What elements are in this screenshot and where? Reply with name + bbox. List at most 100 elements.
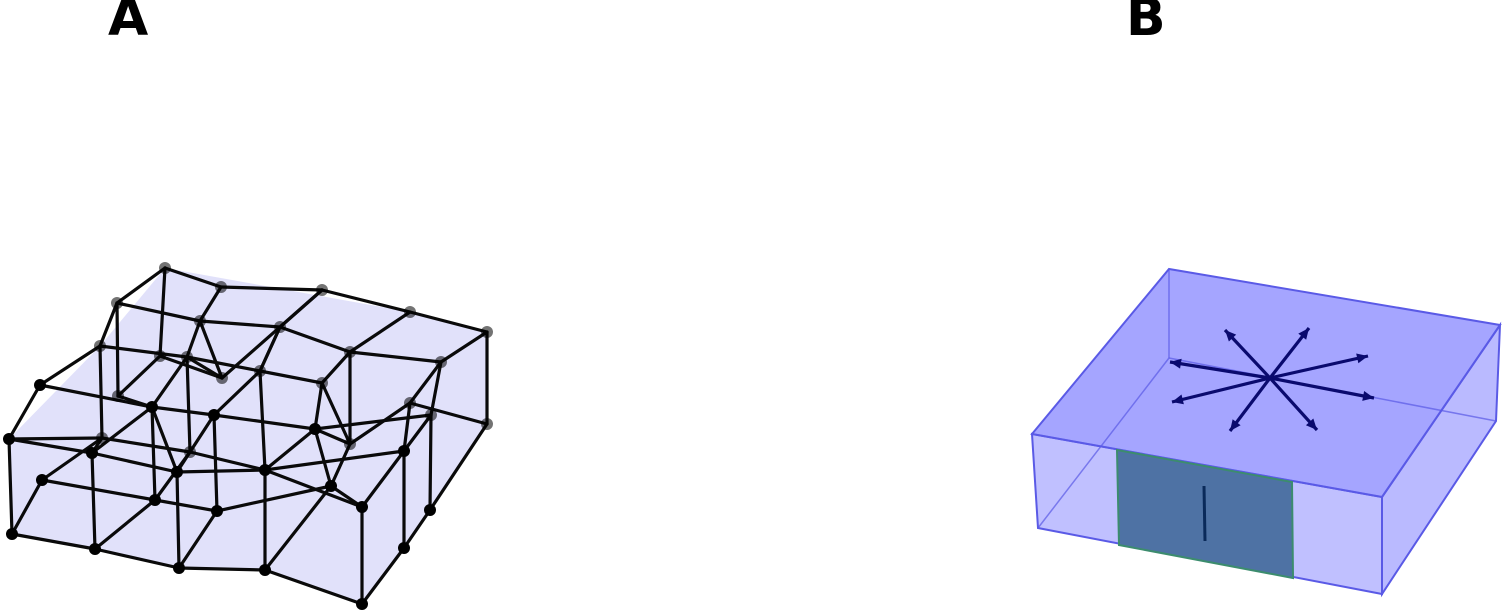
lattice-node — [159, 262, 171, 274]
lattice-node — [154, 350, 166, 362]
lattice-bond — [198, 319, 224, 380]
lattice-bond — [198, 319, 282, 329]
slab-diagram — [1030, 267, 1502, 598]
lattice-node — [171, 466, 183, 478]
lattice-node — [181, 351, 193, 363]
lattice-bond — [153, 450, 192, 502]
lattice-bond — [188, 450, 267, 472]
lattice-bond — [402, 508, 432, 550]
lattice-bond — [263, 468, 364, 509]
lattice-bond — [98, 301, 119, 348]
lattice-bond — [7, 437, 94, 455]
lattice-node — [274, 321, 286, 333]
lattice-node — [94, 340, 106, 352]
lattice-bond — [116, 354, 162, 398]
arrow-shaft — [1268, 376, 1319, 432]
arrow-head — [1172, 394, 1184, 405]
lattice-bond — [7, 436, 104, 441]
arrow-shaft — [1171, 376, 1271, 404]
lattice-bond — [215, 484, 333, 513]
lattice-bond — [212, 369, 262, 417]
lattice-bond — [38, 383, 154, 409]
lattice-node — [404, 397, 416, 409]
lattice-bond — [348, 350, 443, 364]
lattice-node — [149, 494, 161, 506]
lattice-bond — [98, 344, 189, 359]
lattice-bond — [219, 285, 324, 292]
lattice-bond — [115, 266, 167, 305]
lattice-bond — [115, 301, 120, 398]
lattice-bond — [150, 355, 189, 409]
lattice-bond — [158, 354, 224, 380]
lattice-bond — [212, 413, 317, 431]
lattice-bond — [263, 449, 406, 472]
lattice-bond — [258, 369, 324, 385]
inner-panel-tick — [1202, 485, 1207, 542]
lattice-bond — [402, 413, 433, 453]
lattice-bond — [40, 478, 157, 502]
lattice-bond — [90, 451, 97, 551]
lattice-node — [425, 409, 437, 421]
lattice-bond — [348, 310, 412, 354]
lattice-bond — [258, 369, 267, 472]
lattice-node — [254, 365, 266, 377]
lattice-diagram — [3, 262, 493, 610]
arrow-head — [1170, 358, 1182, 369]
lattice-node — [404, 306, 416, 318]
lattice-bond — [320, 350, 352, 385]
lattice-bonds — [7, 266, 489, 606]
lattice-node — [259, 464, 271, 476]
lattice-bond — [153, 498, 219, 513]
lattice-bond — [150, 405, 179, 474]
in-plane-arrows — [1169, 327, 1375, 432]
lattice-bond — [360, 546, 406, 606]
lattice-bond — [258, 325, 282, 373]
panel-label-a: A — [108, 0, 149, 48]
lattice-node — [481, 326, 493, 338]
lattice-bond — [10, 532, 97, 551]
lattice-node — [89, 543, 101, 555]
lattice-node — [111, 297, 123, 309]
lattice-bond — [313, 427, 352, 446]
lattice-bond — [177, 566, 267, 572]
lattice-node — [194, 315, 206, 327]
arrow-head — [1356, 353, 1368, 364]
lattice-bond — [40, 436, 104, 482]
lattice-node — [356, 598, 368, 610]
lattice-bond — [177, 509, 219, 570]
slab-hidden-edge — [1037, 357, 1170, 529]
lattice-bond — [7, 383, 42, 441]
lattice-bond — [313, 381, 324, 431]
arrow-shaft — [1228, 377, 1272, 432]
lattice-bond — [38, 344, 102, 387]
lattice-bond — [313, 413, 433, 431]
lattice-bond — [320, 381, 352, 446]
arrow-head — [1298, 328, 1309, 340]
lattice-bond — [93, 498, 157, 551]
lattice-bond — [98, 344, 104, 440]
lattice-node — [398, 542, 410, 554]
lattice-bond — [90, 451, 179, 474]
lattice-bond — [263, 427, 317, 472]
lattice-node — [259, 564, 271, 576]
lattice-bond — [185, 355, 224, 380]
lattice-node — [215, 281, 227, 293]
lattice-node — [316, 284, 328, 296]
lattice-bond — [115, 301, 202, 323]
lattice-bond — [90, 405, 154, 455]
arrow-head — [1305, 418, 1317, 430]
lattice-bond — [163, 266, 223, 289]
lattice-node — [344, 346, 356, 358]
lattice-node — [325, 480, 337, 492]
lattice-bond — [220, 288, 324, 380]
lattice-bond — [198, 285, 223, 323]
lattice-bond — [439, 330, 489, 364]
arrow-shaft — [1169, 360, 1271, 380]
lattice-node — [86, 447, 98, 459]
lattice-node — [208, 409, 220, 421]
arrow-shaft — [1269, 354, 1369, 380]
lattice-bond — [408, 401, 489, 426]
lattice-node — [216, 372, 228, 384]
lattice-node — [211, 505, 223, 517]
